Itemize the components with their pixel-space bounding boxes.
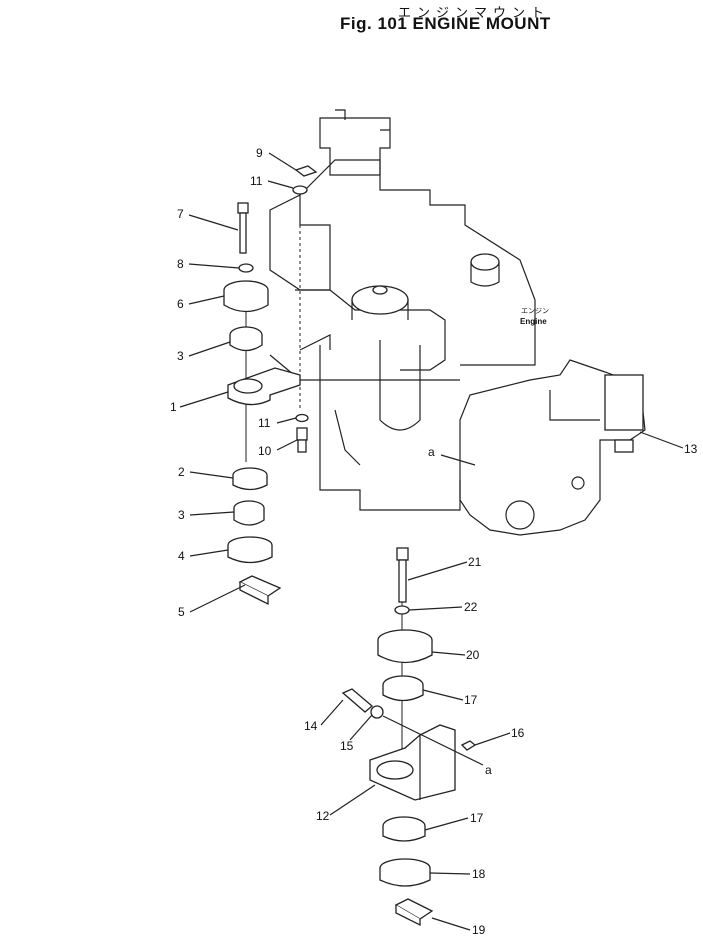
part-15-collar [370,705,384,719]
part-2-cushion [232,467,268,491]
callout-9: 9 [256,146,263,160]
part-5-spacer [238,575,282,606]
part-14-bolt [341,688,374,713]
part-11-washer-bottom [295,413,309,423]
callout-15: 15 [340,739,354,753]
reference-mark-a-lower: a [485,763,492,777]
callout-11-top: 11 [250,174,263,188]
engine-label: Engine [520,317,547,326]
reference-mark-a-upper: a [428,445,435,459]
leader-lines [179,152,684,931]
callout-16: 16 [511,726,525,740]
part-6-cap [223,280,269,313]
part-8-washer [238,263,254,273]
callout-3-lower: 3 [178,508,185,522]
figure-title-japanese: エンジンマウント [398,6,551,21]
callout-22: 22 [464,600,478,614]
callout-21: 21 [468,555,482,569]
callout-8: 8 [177,257,184,271]
callout-12: 12 [316,809,330,823]
callout-4: 4 [178,549,185,563]
part-11-washer-top [292,185,308,195]
figure-title: Fig. 101 ENGINE MOUNT [340,14,551,33]
callout-10: 10 [258,444,272,458]
callout-19: 19 [472,923,486,937]
part-10-bolt [296,427,308,453]
part-1-bracket [227,367,301,406]
callout-14: 14 [304,719,318,733]
part-3-cushion-upper [229,326,263,352]
part-20-cap [377,629,433,664]
part-7-bolt [237,202,249,254]
callout-20: 20 [466,648,480,662]
callout-17-upper: 17 [464,693,478,707]
part-19-spacer [394,898,434,927]
callout-2: 2 [178,465,185,479]
part-12-bracket [369,724,456,801]
engine-block-illustration [269,109,646,536]
callout-11-bottom: 11 [258,416,271,430]
part-9-nut [294,165,318,177]
part-3-cushion-lower [233,500,265,526]
callout-13: 13 [684,442,698,456]
part-21-bolt [396,547,409,603]
callout-6: 6 [177,297,184,311]
callout-7: 7 [177,207,184,221]
engine-label-japanese: エンジン [521,307,549,315]
part-4-retainer [227,536,273,564]
callout-18: 18 [472,867,486,881]
part-17-cushion-upper [382,675,424,702]
part-18-retainer [379,858,431,887]
part-16-pin [460,740,477,751]
callout-3-upper: 3 [177,349,184,363]
callout-5: 5 [178,605,185,619]
callout-17-lower: 17 [470,811,484,825]
part-17-cushion-lower [382,816,426,842]
part-22-washer [394,605,410,615]
callout-1: 1 [170,400,177,414]
